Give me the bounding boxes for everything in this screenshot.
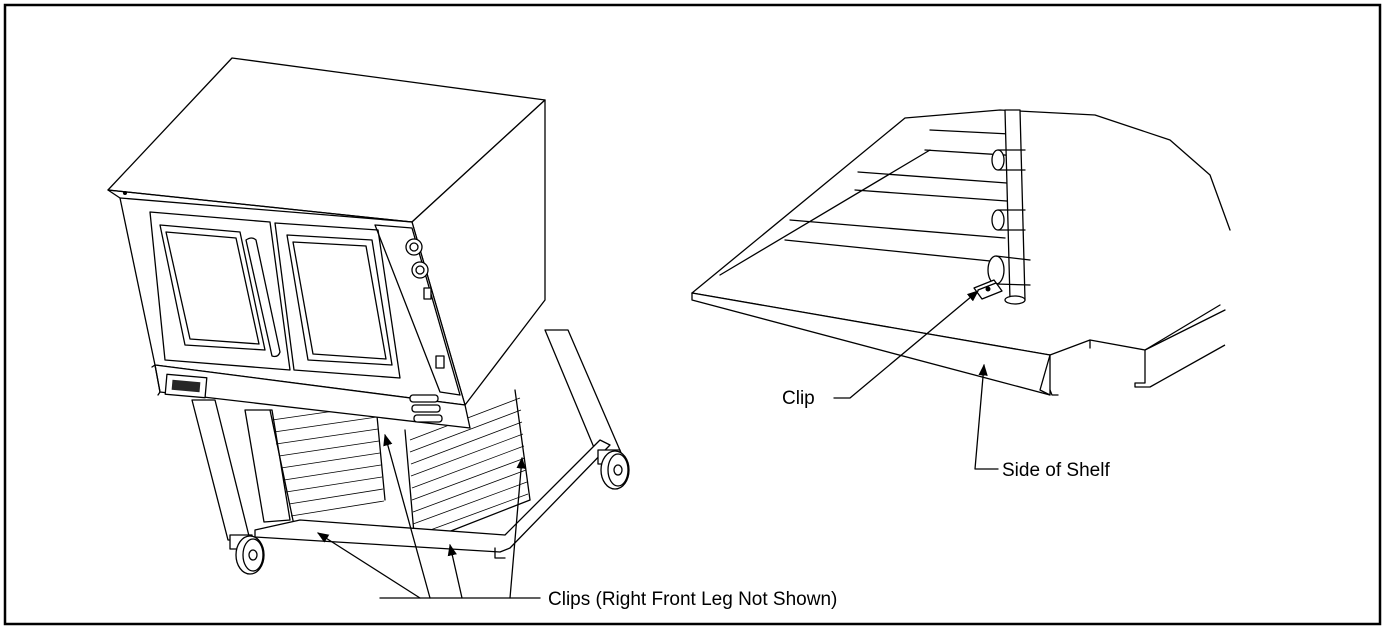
- right-door-window: [286, 234, 393, 366]
- rack-frame-right: [404, 389, 531, 546]
- rack-rod: [1004, 109, 1026, 301]
- rod-rung-2: [991, 209, 1005, 231]
- shelf-outline: [691, 109, 1231, 294]
- rear-left-leg: [244, 409, 291, 523]
- figure-border: [3, 3, 1382, 626]
- oven-on-stand-illustration: [107, 57, 630, 599]
- rod-rung-1: [991, 149, 1005, 171]
- control-panel: [374, 224, 461, 396]
- rod-rung-3: [987, 255, 1005, 285]
- left-door-handle: [245, 237, 281, 358]
- side-of-shelf-leader: [974, 363, 999, 470]
- control-switch-2: [435, 355, 445, 369]
- control-knob-1: [405, 238, 423, 256]
- right-door-frame: [274, 222, 401, 379]
- clip-arrow-2: [317, 532, 421, 599]
- left-door-window: [159, 224, 266, 351]
- clip-leader: [833, 290, 979, 399]
- rack-frame-left: [269, 394, 386, 531]
- left-door-frame: [149, 211, 291, 371]
- clips-label: Clips (Right Front Leg Not Shown): [548, 589, 837, 610]
- clip-arrow-4: [509, 456, 526, 599]
- caster-rear-right: [597, 449, 630, 490]
- clip-arrow-3: [447, 543, 463, 599]
- rail-1: [719, 149, 931, 276]
- vent-slots: [409, 394, 443, 423]
- control-knob-2: [411, 261, 429, 279]
- clip-detail-illustration: [691, 109, 1231, 470]
- front-left-leg: [191, 399, 251, 541]
- clip-label: Clip: [782, 388, 815, 409]
- caster-front-left: [229, 534, 265, 575]
- bottom-shelf: [254, 439, 611, 553]
- rear-right-leg: [544, 329, 623, 463]
- clip-arrow-1: [383, 433, 431, 599]
- control-switch: [423, 287, 432, 300]
- side-of-shelf-label: Side of Shelf: [1002, 460, 1110, 481]
